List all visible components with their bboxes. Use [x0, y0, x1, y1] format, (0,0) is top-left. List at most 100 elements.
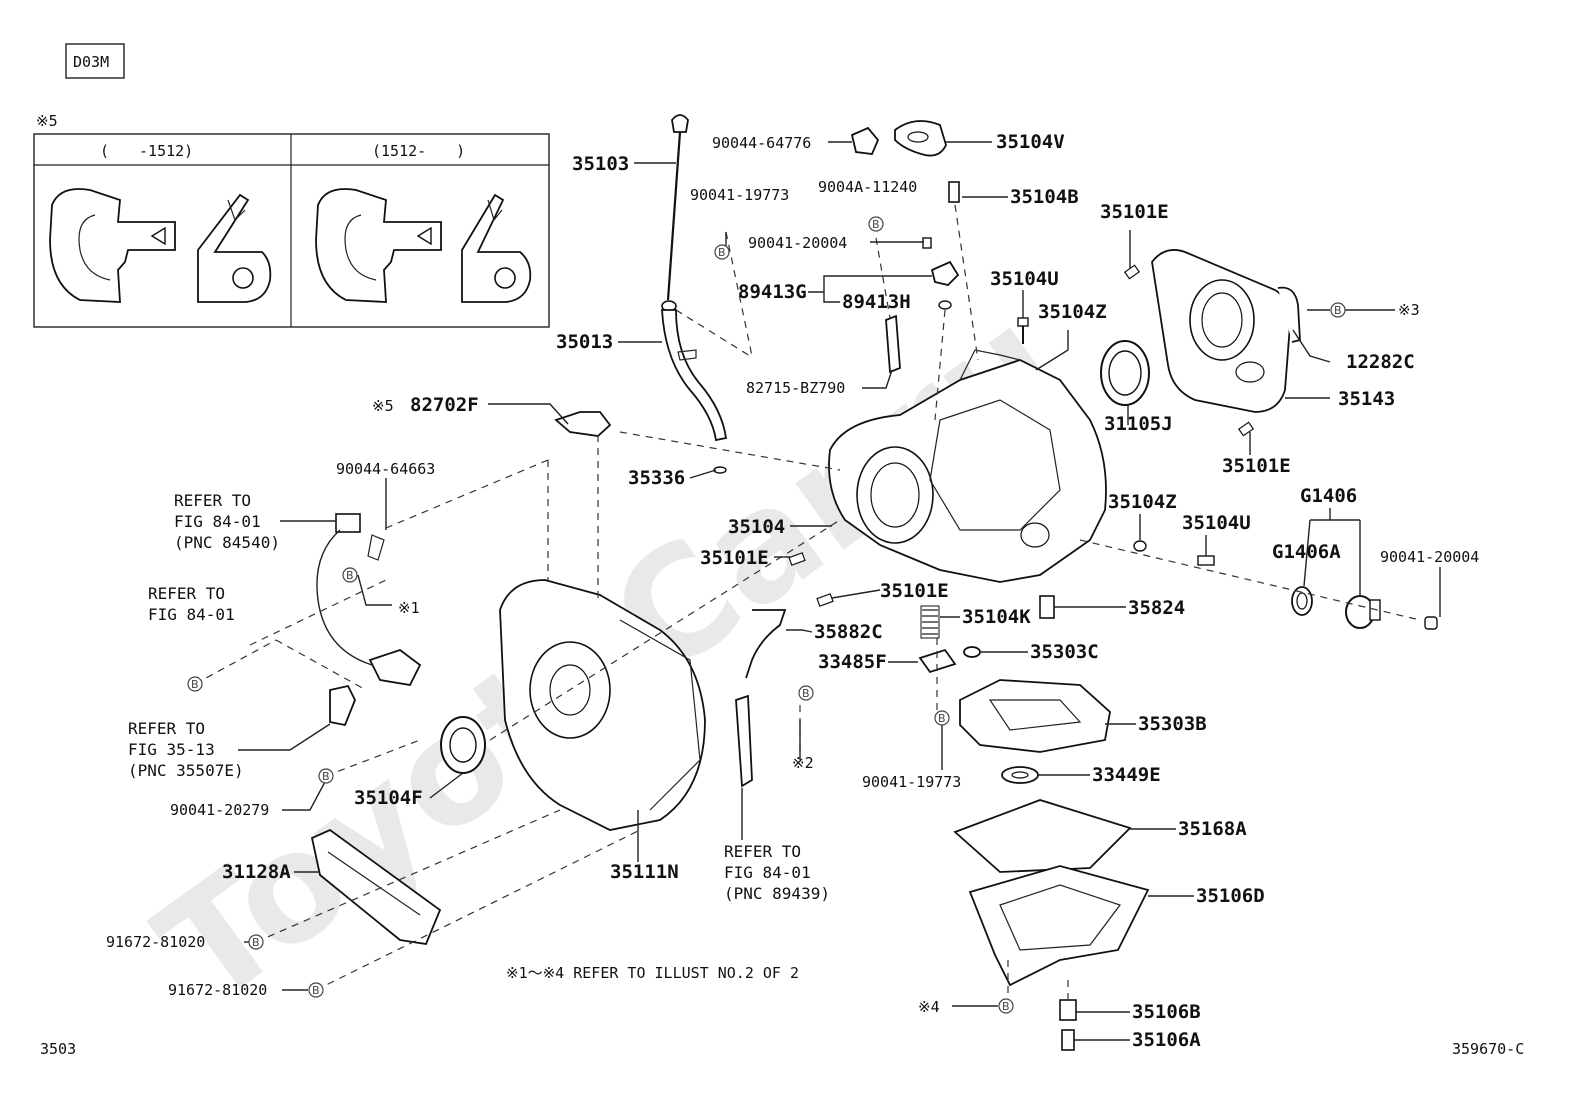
label-89413G: 89413G: [738, 281, 807, 303]
label-90041-20004-right: 90041-20004: [1380, 548, 1479, 566]
pipe-35882C-drawing: [745, 609, 787, 679]
bolt-markers: B B B B B B B B B B B: [187, 216, 1346, 1014]
label-35101E-mid2: 35101E: [880, 580, 949, 602]
inset-left-header: ( -1512): [100, 142, 193, 160]
spring-35104K-drawing: [920, 605, 940, 639]
label-90041-19773-low: 90041-19773: [862, 773, 961, 791]
label-35111N: 35111N: [610, 861, 679, 883]
marker-3: ※3: [1398, 301, 1420, 319]
illustration-number: 359670-C: [1452, 1040, 1524, 1058]
marker-4: ※4: [918, 998, 940, 1016]
b-marker: B: [868, 216, 884, 232]
svg-text:REFER TO: REFER TO: [128, 719, 205, 738]
footnote: ※1～※4 REFER TO ILLUST NO.2 OF 2: [506, 964, 799, 982]
plate-31128A-drawing: [310, 828, 442, 945]
svg-text:(PNC 35507E): (PNC 35507E): [128, 761, 244, 780]
label-35303C: 35303C: [1030, 641, 1099, 663]
dipstick-35103-drawing: [666, 114, 689, 301]
label-35336: 35336: [628, 467, 685, 489]
svg-text:B: B: [191, 678, 199, 691]
sensor-harness-drawing: [316, 513, 422, 727]
b-marker: B: [308, 982, 324, 998]
bracket-82702F-drawing: [554, 411, 612, 437]
bracket-89439-drawing: [735, 694, 753, 788]
svg-text:REFER TO: REFER TO: [724, 842, 801, 861]
bracket-82715-drawing: [885, 314, 901, 374]
bolt-35104U-mid-drawing: [1133, 540, 1215, 566]
label-12282C: 12282C: [1346, 351, 1415, 373]
label-90044-64776: 90044-64776: [712, 134, 811, 152]
svg-text:REFER TO: REFER TO: [148, 584, 225, 603]
label-35101E-mid: 35101E: [700, 547, 769, 569]
gasket-35168A-drawing: [953, 799, 1132, 873]
b-marker: B: [714, 244, 730, 260]
oil-pan-35106D-drawing: [968, 865, 1150, 987]
cover-35143-drawing: [1123, 249, 1301, 437]
label-31105J: 31105J: [1104, 413, 1173, 435]
leader-lines: [238, 141, 1441, 1041]
svg-text:(PNC 89439): (PNC 89439): [724, 884, 830, 903]
svg-text:FIG 35-13: FIG 35-13: [128, 740, 215, 759]
inset-left-bracket-drawing: [49, 188, 272, 303]
diagram-code: D03M: [73, 53, 109, 71]
svg-text:B: B: [346, 569, 354, 582]
label-35101E-right: 35101E: [1222, 455, 1291, 477]
marker-2: ※2: [792, 754, 814, 772]
label-35104: 35104: [728, 516, 785, 538]
part-labels: 35103 90044-64776 35104V 9004A-11240 351…: [106, 131, 1479, 1051]
svg-text:B: B: [322, 770, 330, 783]
refer-note-35507E: REFER TO FIG 35-13 (PNC 35507E): [128, 719, 244, 780]
label-82702F: 82702F: [410, 394, 479, 416]
refer-note-84540: REFER TO FIG 84-01 (PNC 84540): [174, 491, 280, 552]
label-33449E: 33449E: [1092, 764, 1161, 786]
diagram-code-box: D03M: [65, 43, 125, 79]
transaxle-case-35104-drawing: [828, 349, 1107, 583]
refer-note-89439: REFER TO FIG 84-01 (PNC 89439): [724, 842, 830, 903]
svg-text:FIG 84-01: FIG 84-01: [148, 605, 235, 624]
svg-text:FIG 84-01: FIG 84-01: [724, 863, 811, 882]
label-35013: 35013: [556, 331, 613, 353]
label-35106A: 35106A: [1132, 1029, 1201, 1051]
svg-text:B: B: [1334, 304, 1342, 317]
svg-text:B: B: [1002, 1000, 1010, 1013]
label-35104Z-top: 35104Z: [1038, 301, 1107, 323]
label-35104B: 35104B: [1010, 186, 1079, 208]
b-marker: B: [318, 768, 334, 784]
dipstick-tube-35013-drawing: [661, 300, 728, 474]
dowel-pins-35101E-drawing: [788, 552, 834, 607]
svg-text:B: B: [802, 687, 810, 700]
label-35168A: 35168A: [1178, 818, 1247, 840]
label-35824: 35824: [1128, 597, 1185, 619]
drain-plug-35106-drawing: [1059, 999, 1077, 1051]
label-35103: 35103: [572, 153, 629, 175]
refer-note-84-01: REFER TO FIG 84-01: [148, 584, 235, 624]
marker-1: ※1: [398, 599, 420, 617]
sensor-89413G-drawing: [922, 237, 960, 310]
svg-text:B: B: [252, 936, 260, 949]
label-33485F: 33485F: [818, 651, 887, 673]
b-marker: B: [798, 685, 814, 701]
label-35104U-top: 35104U: [990, 268, 1059, 290]
b-marker: B: [934, 710, 950, 726]
svg-text:B: B: [312, 984, 320, 997]
label-91672-81020-a: 91672-81020: [106, 933, 205, 951]
svg-text:FIG 84-01: FIG 84-01: [174, 512, 261, 531]
svg-text:B: B: [938, 712, 946, 725]
breather-hose-35104V-drawing: [894, 120, 947, 157]
label-9004A-11240: 9004A-11240: [818, 178, 917, 196]
label-35104Z-mid: 35104Z: [1108, 491, 1177, 513]
label-35303B: 35303B: [1138, 713, 1207, 735]
label-89413H: 89413H: [842, 291, 911, 313]
label-90044-64663: 90044-64663: [336, 460, 435, 478]
magnet-33449E-drawing: [1001, 766, 1039, 784]
label-35104K: 35104K: [962, 606, 1031, 628]
label-35101E-top: 35101E: [1100, 201, 1169, 223]
label-35106D: 35106D: [1196, 885, 1265, 907]
inset-right-bracket-drawing: [315, 188, 532, 303]
label-35104U-mid: 35104U: [1182, 512, 1251, 534]
b-marker: B: [187, 676, 203, 692]
label-G1406A: G1406A: [1272, 541, 1341, 563]
strainer-35303B-drawing: [959, 679, 1111, 753]
